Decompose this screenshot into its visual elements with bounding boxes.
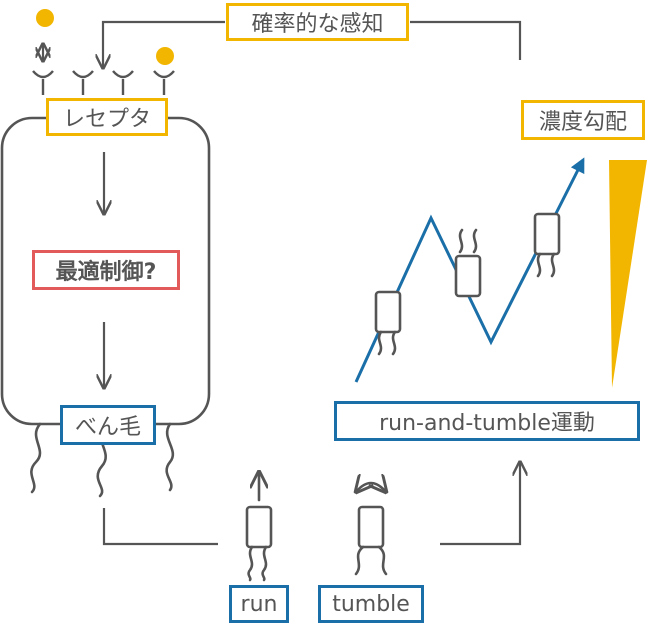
- probabilistic-sensing-label: 確率的な感知: [226, 3, 409, 41]
- concentration-gradient-wedge: [609, 160, 647, 388]
- ligand-molecule-top: [36, 9, 54, 27]
- trajectory-bacterium-1: [374, 290, 402, 356]
- run-bacterium: [245, 472, 273, 582]
- ligand-molecule-bound: [156, 47, 174, 65]
- tumble-to-motion-line: [440, 462, 520, 546]
- receptor-label: レセプタ: [46, 98, 168, 136]
- optimal-control-label: 最適制御?: [32, 250, 180, 290]
- flagella-label: べん毛: [60, 405, 156, 445]
- tumble-bacterium: [356, 483, 386, 576]
- sensing-to-gradient-line: [410, 20, 522, 60]
- trajectory-bacterium-3: [533, 212, 561, 278]
- trajectory-bacterium-2: [454, 228, 482, 298]
- tumble-label: tumble: [318, 585, 424, 623]
- receptor-cups: [32, 70, 175, 95]
- run-label: run: [229, 585, 289, 623]
- run-and-tumble-label: run-and-tumble運動: [334, 401, 640, 441]
- concentration-gradient-label: 濃度勾配: [521, 100, 645, 140]
- flagella-to-run-line: [102, 508, 218, 546]
- sensing-feedback-line: [103, 20, 225, 68]
